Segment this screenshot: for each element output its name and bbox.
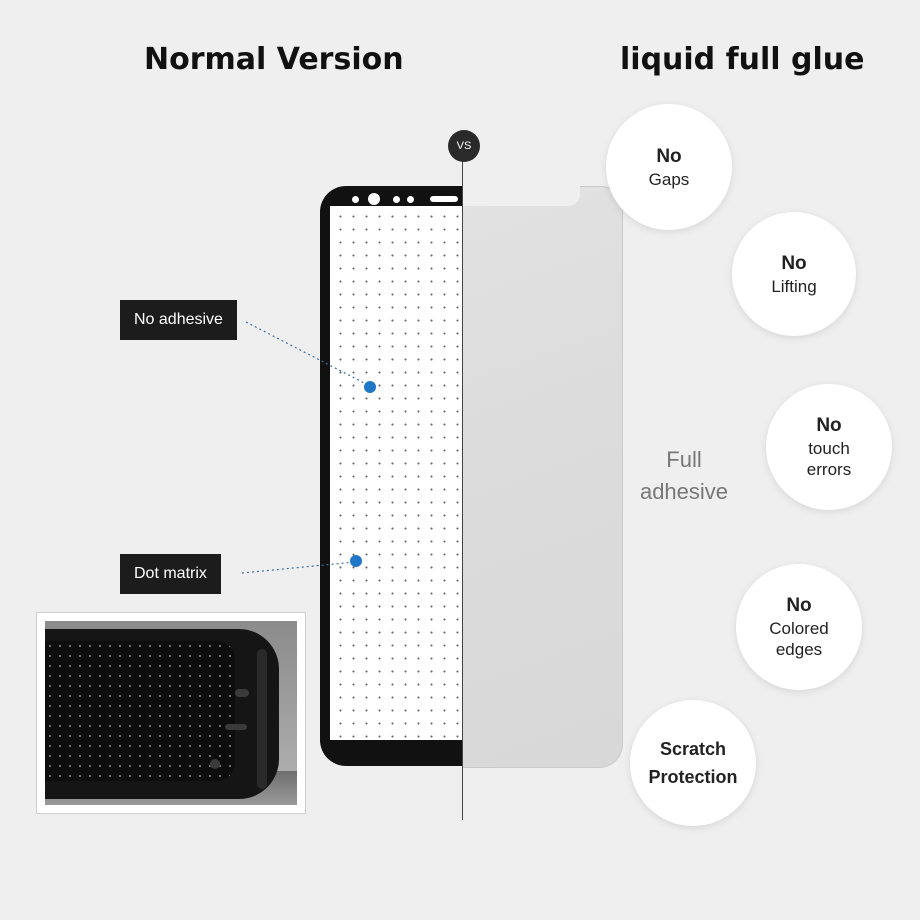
full-adhesive-line2: adhesive bbox=[639, 479, 729, 504]
feature-no-touch-errors: No touch errors bbox=[766, 384, 892, 510]
feature-title: No bbox=[781, 252, 807, 274]
feature-title: No bbox=[656, 145, 682, 167]
feature-title: No bbox=[816, 415, 842, 436]
feature-no-lifting: No Lifting bbox=[732, 212, 856, 336]
feature-line: Colored bbox=[769, 619, 829, 638]
sensor-dot-icon bbox=[352, 196, 359, 203]
sensor-dot-icon bbox=[407, 196, 414, 203]
dot-matrix-closeup-photo bbox=[36, 612, 306, 814]
normal-version-heading: Normal Version bbox=[144, 42, 404, 77]
closeup-phone bbox=[45, 629, 279, 799]
feature-no-gaps: No Gaps bbox=[606, 104, 732, 230]
feature-line: touch bbox=[808, 439, 850, 458]
feature-no-colored-edges: No Colored edges bbox=[736, 564, 862, 690]
vs-divider-line bbox=[462, 160, 463, 820]
feature-line: Gaps bbox=[648, 169, 690, 189]
vs-badge: VS bbox=[448, 130, 480, 162]
closeup-speaker-icon bbox=[225, 724, 247, 730]
feature-title: No bbox=[786, 595, 812, 616]
sensor-dot-icon bbox=[393, 196, 400, 203]
closeup-photo-content bbox=[45, 621, 297, 805]
liquid-glue-film bbox=[462, 186, 623, 768]
closeup-camera-icon bbox=[210, 759, 220, 769]
camera-icon bbox=[368, 193, 380, 205]
dot-matrix-label: Dot matrix bbox=[120, 554, 221, 594]
film-top-cutout bbox=[462, 186, 580, 206]
feature-title: Scratch bbox=[659, 739, 727, 759]
no-adhesive-label: No adhesive bbox=[120, 300, 237, 340]
feature-line: Lifting bbox=[771, 276, 817, 296]
closeup-curved-edge bbox=[257, 649, 267, 789]
closeup-sensor-icon bbox=[235, 689, 249, 697]
feature-scratch-protection: Scratch Protection bbox=[630, 700, 756, 826]
feature-line: edges bbox=[775, 640, 823, 659]
dot-matrix-screen bbox=[330, 206, 462, 740]
feature-line: Protection bbox=[648, 767, 738, 787]
feature-line: errors bbox=[806, 460, 852, 479]
full-adhesive-text: Full adhesive bbox=[636, 444, 732, 508]
closeup-dot-screen bbox=[45, 641, 235, 781]
speaker-slot-icon bbox=[430, 196, 458, 202]
liquid-full-glue-heading: liquid full glue bbox=[620, 42, 865, 77]
full-adhesive-line1: Full bbox=[666, 447, 702, 472]
